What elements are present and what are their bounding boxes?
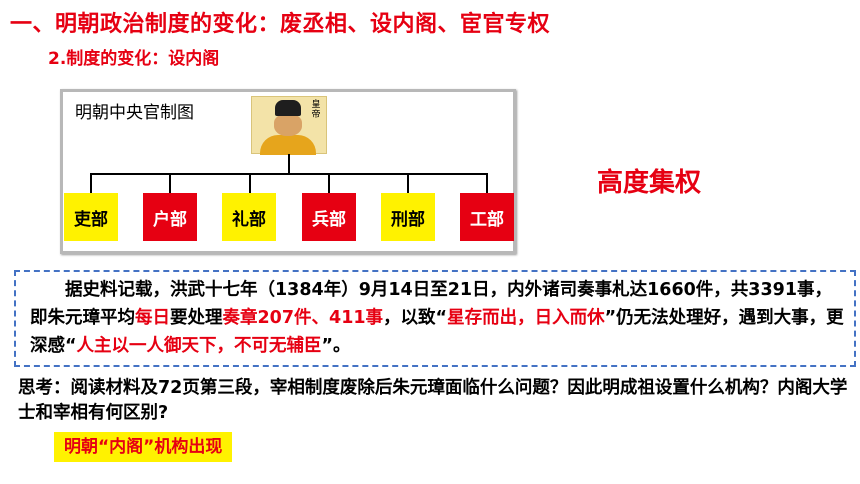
- material-text: 据史料记载，洪武十七年（1384年）9月14日至21日，内外诸司奏事札达1660…: [30, 280, 832, 328]
- dept-li-personnel: 吏部: [64, 193, 118, 241]
- page-title: 一、明朝政治制度的变化：废丞相、设内阁、宦官专权: [10, 12, 551, 37]
- chart-label: 明朝中央官制图: [75, 103, 194, 123]
- discussion-question: 思考：阅读材料及72页第三段，宰相制度废除后朱元璋面临什么问题？因此明成祖设置什…: [18, 378, 848, 423]
- dept-xing-justice: 刑部: [381, 193, 435, 241]
- material-highlight: 每日: [135, 308, 170, 328]
- connector-drop: [328, 173, 330, 193]
- material-highlight: 人主以一人御天下，不可无辅臣: [76, 336, 322, 356]
- connector-vertical: [288, 154, 290, 174]
- material-text: 要处理: [170, 308, 223, 328]
- connector-drop: [169, 173, 171, 193]
- emperor-tag: 皇帝: [311, 100, 321, 120]
- dept-bing-war: 兵部: [302, 193, 356, 241]
- emperor-portrait: 皇帝: [251, 96, 327, 155]
- centralization-label: 高度集权: [597, 168, 702, 198]
- connector-drop: [90, 173, 92, 193]
- connector-drop: [486, 173, 488, 193]
- dept-li-rites: 礼部: [222, 193, 276, 241]
- material-text: ，以致“: [383, 308, 448, 328]
- org-chart: 明朝中央官制图 皇帝 吏部 户部 礼部 兵部 刑部 工部: [60, 89, 516, 254]
- dept-hu-revenue: 户部: [143, 193, 197, 241]
- connector-drop: [407, 173, 409, 193]
- connector-drop: [249, 173, 251, 193]
- connector-horizontal: [90, 173, 487, 175]
- answer-banner: 明朝“内阁”机构出现: [54, 432, 233, 462]
- material-highlight: 奏章207件、411事: [222, 308, 384, 328]
- material-highlight: 星存而出，日入而休: [447, 308, 605, 328]
- material-text: ”。: [321, 336, 351, 356]
- material-text: ”仍无法处理好，遇到大事，更深感“: [30, 308, 844, 356]
- historical-material-box: 据史料记载，洪武十七年（1384年）9月14日至21日，内外诸司奏事札达1660…: [14, 270, 856, 367]
- dept-gong-works: 工部: [460, 193, 514, 241]
- section-subtitle: 2.制度的变化：设内阁: [48, 49, 220, 69]
